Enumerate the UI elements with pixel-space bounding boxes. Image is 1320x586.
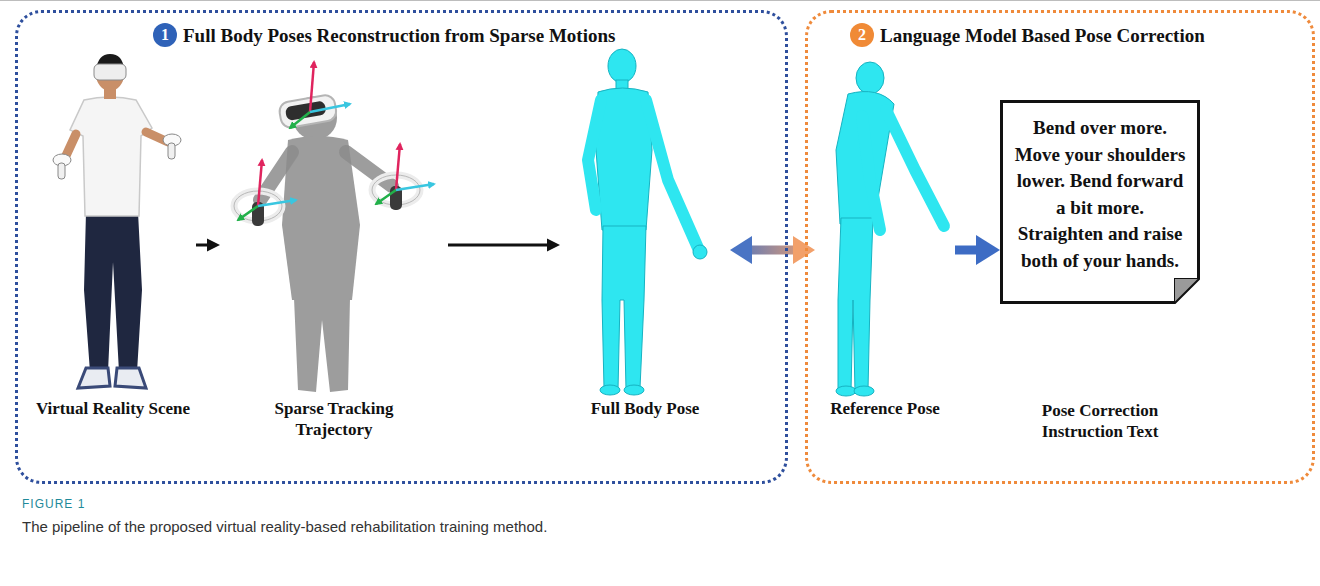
arrow-head <box>207 239 220 252</box>
person-photo <box>115 368 146 388</box>
person-photo <box>70 97 152 216</box>
tracking-illustration <box>396 144 400 190</box>
panel-heading: Language Model Based Pose Correction <box>880 24 1312 48</box>
step-number: 2 <box>850 23 874 47</box>
arrow-shaft <box>196 244 210 247</box>
page-fold <box>1174 278 1200 304</box>
step-number: 1 <box>153 23 177 47</box>
tracking-illustration <box>258 160 262 206</box>
page-fold <box>1174 278 1200 304</box>
figure-label: Virtual Reality Scene <box>30 398 196 419</box>
tracking-illustration <box>290 112 310 128</box>
person-photo <box>94 64 126 80</box>
reference-mesh <box>856 62 884 94</box>
person-photo <box>78 368 110 388</box>
arrow-shaft <box>448 244 550 247</box>
stage-panel: 2Reference Pose Bend over more. Move your… <box>805 10 1315 484</box>
step-badge: 2 <box>850 23 874 47</box>
body-mesh <box>624 385 644 395</box>
figure-label: Full Body Pose <box>560 398 730 419</box>
figure-block: Reference Pose <box>815 40 955 450</box>
tracking-illustration <box>238 62 434 220</box>
tracking-illustration <box>238 206 258 220</box>
person-photo <box>53 54 181 388</box>
reference-mesh <box>836 62 944 396</box>
tracking-illustration <box>278 94 338 129</box>
reference-mesh <box>854 386 874 396</box>
figure-number: FIGURE 1 <box>22 497 85 511</box>
tracking-illustration <box>282 96 360 392</box>
reference-mesh <box>862 116 880 230</box>
connector-layer <box>196 235 1000 265</box>
stage-panel: 1Virtual Reality Scene Sparse Tracking Tr… <box>15 10 788 484</box>
tracking-illustration <box>396 184 434 190</box>
body-mesh <box>588 49 707 395</box>
arrow-head <box>547 239 560 252</box>
person-photo <box>84 212 142 372</box>
figure-caption: The pipeline of the proposed virtual rea… <box>22 518 1302 535</box>
tracking-illustration <box>278 94 338 129</box>
page-fold <box>1174 278 1200 304</box>
body-mesh <box>693 245 707 259</box>
step-badge: 1 <box>153 23 177 47</box>
instruction-note: Bend over more. Move your shoulders lowe… <box>1000 100 1200 304</box>
panel-heading: Full Body Poses Reconstruction from Spar… <box>183 24 785 48</box>
reference-mesh <box>836 386 856 396</box>
arrow-head <box>976 235 1000 265</box>
tracking-illustration <box>376 190 396 204</box>
flow-arrow <box>955 235 1000 265</box>
arrow-shaft <box>748 246 798 255</box>
arrow-head <box>793 236 815 264</box>
figure-label: Sparse Tracking Trajectory <box>259 398 409 440</box>
figure-label: Reference Pose <box>815 398 955 419</box>
reference-mesh <box>838 218 873 392</box>
instruction-text: Bend over more. Move your shoulders lowe… <box>1013 115 1187 275</box>
arrow-shaft <box>955 246 981 255</box>
person-photo <box>58 163 65 179</box>
tracking-illustration <box>310 62 314 112</box>
reference-mesh <box>886 110 944 226</box>
flow-arrow <box>196 239 220 252</box>
tracking-illustration <box>234 62 434 392</box>
arrow-head <box>730 236 752 264</box>
tracking-illustration <box>310 104 350 112</box>
figure-block: Sparse Tracking Trajectory <box>220 40 448 450</box>
tracking-illustration <box>258 200 296 206</box>
body-mesh <box>602 226 646 390</box>
tracking-illustration <box>346 152 392 186</box>
flow-arrow <box>730 236 815 264</box>
body-mesh <box>588 100 601 210</box>
flow-arrow <box>448 239 560 252</box>
person-photo <box>168 143 175 159</box>
figure-block: Full Body Pose <box>560 40 730 450</box>
figure-block: Virtual Reality Scene <box>30 40 196 450</box>
body-mesh <box>608 49 636 83</box>
body-mesh <box>646 100 698 248</box>
frame-line <box>0 0 1320 1</box>
body-mesh <box>600 385 620 395</box>
tracking-illustration <box>294 298 350 392</box>
note-label: Pose Correction Instruction Text <box>1025 400 1175 442</box>
